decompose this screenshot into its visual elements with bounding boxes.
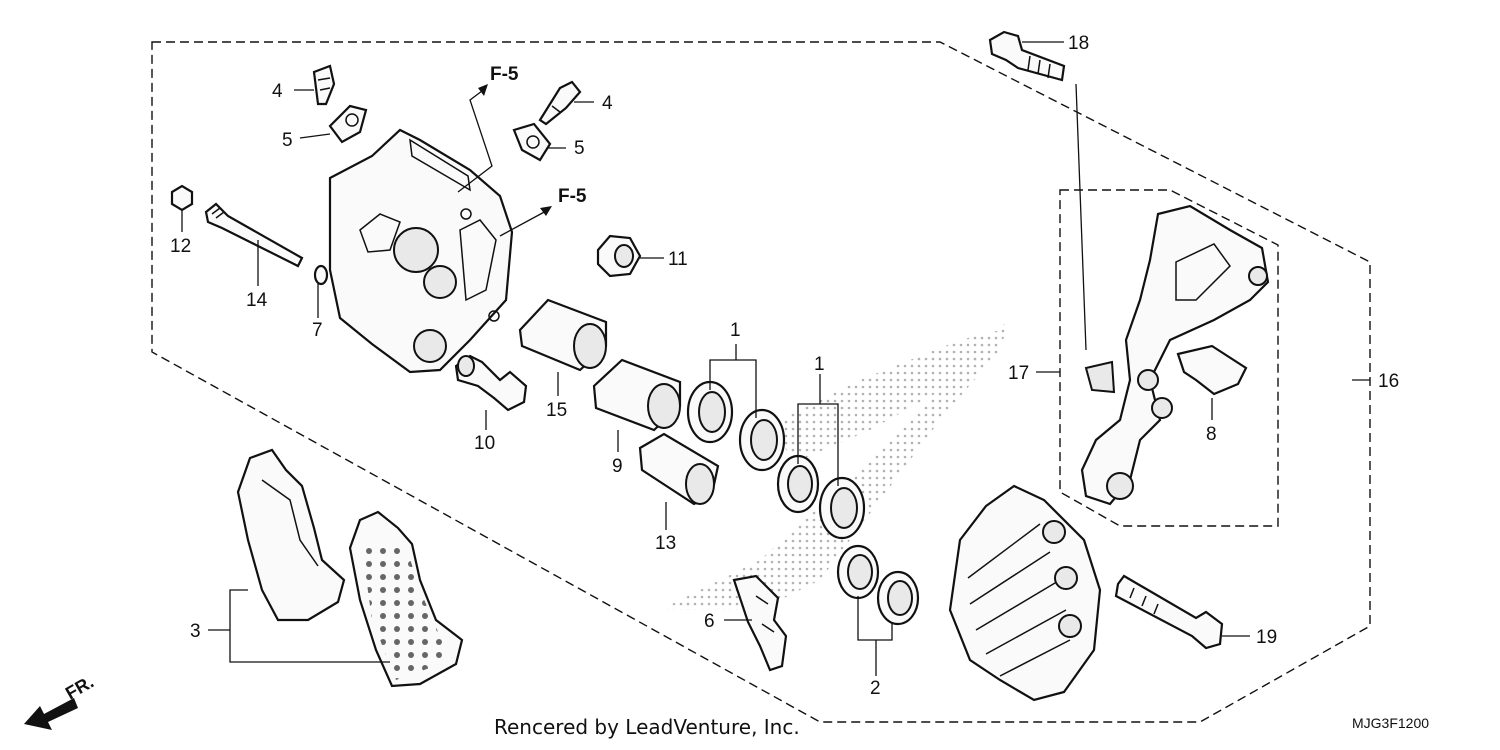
- dust-seal-2a: [836, 544, 880, 600]
- front-direction-arrow-icon: [24, 698, 78, 730]
- piston-13: [638, 432, 720, 506]
- reference-arrow-a: [457, 84, 493, 193]
- leader-lines: [181, 41, 1370, 676]
- bracket-clip-8: [1176, 344, 1248, 396]
- label-part-18: 18: [1068, 33, 1089, 54]
- reference-label-b: F-5: [558, 186, 587, 207]
- front-direction-label: FR.: [62, 672, 97, 704]
- piston-15: [518, 298, 608, 372]
- brake-pad-rear: [348, 510, 464, 688]
- caliper-body: [328, 128, 514, 374]
- label-part-13: 13: [655, 533, 676, 554]
- label-part-5b: 5: [574, 138, 585, 159]
- reference-label-a: F-5: [490, 64, 519, 85]
- piston-seal-1d: [818, 476, 866, 540]
- bleeder-cap-right: [512, 122, 552, 162]
- credit-text: Rencered by LeadVenture, Inc.: [494, 715, 800, 739]
- piston-9: [592, 358, 682, 432]
- label-part-12: 12: [170, 236, 191, 257]
- label-part-4b: 4: [602, 93, 613, 114]
- bleeder-screw-right: [538, 80, 582, 126]
- bolt-18: [988, 30, 1066, 82]
- label-part-11: 11: [668, 249, 688, 270]
- watermark-wing: [660, 318, 1010, 610]
- reference-arrow-b: [499, 206, 552, 237]
- pad-pin-14: [204, 202, 304, 268]
- grommet-11: [596, 234, 642, 278]
- label-part-9: 9: [612, 456, 623, 477]
- label-part-5a: 5: [282, 130, 293, 151]
- nut-12: [170, 184, 194, 212]
- diagram-code: MJG3F1200: [1352, 715, 1429, 731]
- label-part-4a: 4: [272, 81, 283, 102]
- label-part-1a: 1: [730, 320, 741, 341]
- brake-pad-front: [236, 448, 346, 622]
- label-part-7: 7: [312, 320, 323, 341]
- label-part-8: 8: [1206, 424, 1217, 445]
- label-part-2: 2: [870, 678, 881, 699]
- dust-seal-2b: [876, 570, 920, 626]
- label-part-19: 19: [1256, 627, 1277, 648]
- label-part-6: 6: [704, 611, 715, 632]
- piston-seal-1a: [686, 380, 734, 444]
- bolt-10: [454, 354, 528, 412]
- caliper-bracket-17: [1080, 204, 1270, 506]
- bleeder-cap-left: [328, 104, 368, 144]
- label-part-15: 15: [546, 400, 567, 421]
- label-part-16: 16: [1378, 371, 1399, 392]
- pad-clip-6: [732, 574, 788, 672]
- label-part-17: 17: [1008, 363, 1029, 384]
- label-part-3: 3: [190, 621, 201, 642]
- piston-seal-1c: [776, 454, 820, 514]
- bracket-assembly-boundary: [1059, 189, 1279, 527]
- caliper-assembly-boundary: [151, 41, 1371, 723]
- label-part-14: 14: [246, 290, 268, 311]
- washer-7: [313, 264, 329, 286]
- bleeder-screw-left: [312, 64, 336, 106]
- piston-seal-1b: [738, 408, 786, 472]
- bolt-19: [1114, 574, 1224, 650]
- label-part-10: 10: [474, 433, 495, 454]
- caliper-outer-half: [948, 484, 1102, 702]
- label-part-1b: 1: [814, 354, 825, 375]
